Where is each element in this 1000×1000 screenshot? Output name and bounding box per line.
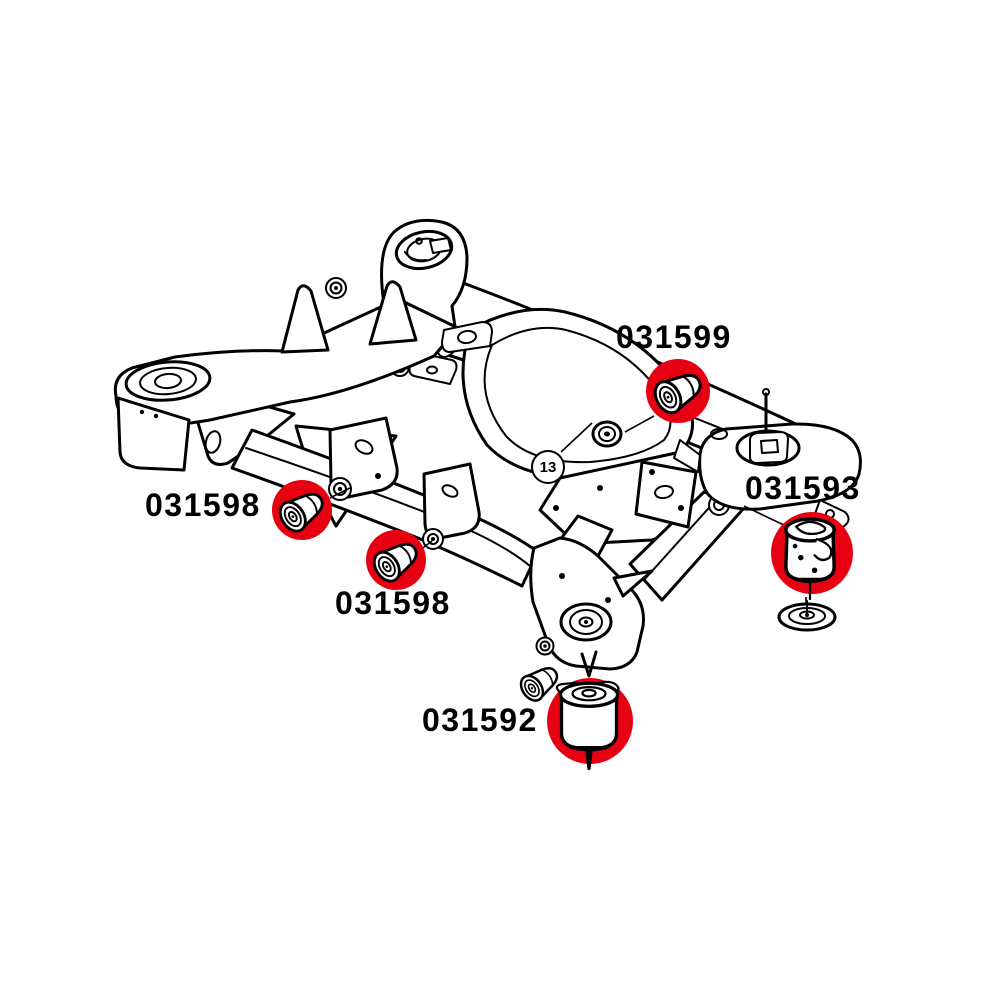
highlight-part-031592 — [547, 678, 633, 771]
highlight-part-031599 — [646, 359, 710, 423]
bushing-bracket-mid — [422, 462, 481, 550]
leader-lines — [329, 415, 807, 606]
washer-part — [777, 599, 837, 632]
item-number-balloon: 13 — [531, 450, 565, 484]
part-label-031592: 031592 — [422, 702, 538, 738]
highlight-part-031598-left — [272, 480, 332, 540]
part-label-031599: 031599 — [616, 319, 732, 355]
part-label-031593: 031593 — [745, 470, 861, 506]
part-label-031598-left: 031598 — [145, 487, 261, 523]
bushing-bracket-left — [328, 416, 399, 501]
trailing-arm-bracket — [529, 514, 654, 678]
highlight-part-031598-mid — [366, 530, 426, 590]
highlight-part-031593 — [771, 512, 853, 601]
item-number: 13 — [539, 458, 557, 476]
right-mount-block — [673, 388, 862, 528]
beam-bushing-eye — [591, 420, 623, 448]
part-label-031598-mid: 031598 — [335, 585, 451, 621]
